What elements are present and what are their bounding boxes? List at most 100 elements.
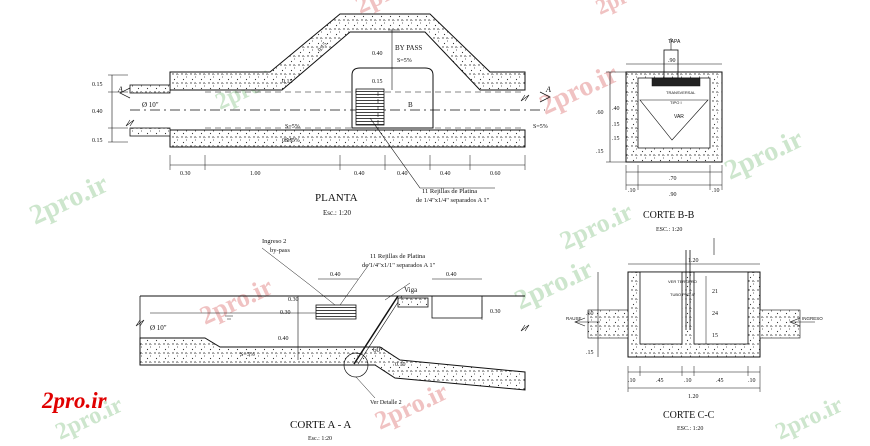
watermark: 2pro.ir [25,168,113,231]
dim-label: 0.10 [395,362,406,368]
dim-label: .15 [596,149,604,155]
dim-label: 15 [712,333,718,339]
corte-cc-view [574,238,815,392]
ingreso-label: Ingreso 2 [262,238,286,245]
dim-label: 0.40 [92,109,103,115]
pipe-tag: INGRESO [802,316,823,321]
grate-note-line1: 11 Rejillas de Platina [422,188,477,195]
dim-label: .15 [612,122,620,128]
dim-label: 0.15 [92,82,103,88]
inner-label: TRANSVERSAL [666,90,696,95]
pipe-tag: RAUSE [566,316,582,321]
dim-label: 1.20 [688,258,699,264]
dim-label: 0.15 [282,138,293,144]
site-logo[interactable]: 2pro.ir [42,388,107,413]
planta-scale: Esc.: 1:20 [323,209,351,217]
grate-planta [355,88,385,126]
dim-label: .90 [668,58,676,64]
bypass-label: BY PASS [395,44,422,52]
pipe-diameter-label: Ø 10" [150,324,167,332]
slope-label: S=5% [285,138,300,144]
dim-label: 1.00 [250,171,261,177]
inner-label: VER TERCERO [668,279,697,284]
corte-aa-scale: Esc.: 1:20 [308,436,332,442]
dim-label: 0.40 [354,171,365,177]
dim-label: 1.20 [688,394,699,400]
dim-label: .10 [628,188,636,194]
watermark: 2pro.ir [772,392,848,446]
dim-label: 0.30 [280,310,291,316]
dim-label: .10 [748,378,756,384]
corte-aa-floor [139,337,526,391]
watermark: 2pro.ir [555,197,637,256]
dim-label: 0.40 [372,51,383,57]
viga-label: Viga [404,286,418,294]
dim-label: .60 [596,110,604,116]
planta-top-wall [169,13,526,91]
dim-label: .45 [656,378,664,384]
dim-label: .10 [712,188,720,194]
slope-label: S=5% [533,124,548,130]
watermark: 2pro.ir [195,272,277,331]
dim-label: .45 [716,378,724,384]
section-mark-b: B [408,101,413,109]
watermark: 2pro.ir [720,123,808,186]
planta-bottom-wall [169,129,526,148]
dim-label: .40 [612,106,620,112]
dim-label: 0.15 [317,42,328,54]
bypass-chamber [351,67,434,129]
section-mark-a: A [117,85,123,94]
ingreso-label: by-pass [270,247,290,254]
dim-label: .70 [669,176,677,182]
dim-label: .15 [612,136,620,142]
grate-note-line1: 11 Rejillas de Platina [370,253,425,260]
inner-label: TIPO I [670,100,682,105]
dim-label: 0.15 [282,79,293,85]
inner-label: TUBO PVC 4" [670,292,696,297]
angle-label: 60° [373,346,383,354]
grate-note-line2: de 1/4"x1/4" separados A 1" [416,197,490,204]
dim-label: 0.40 [446,272,457,278]
dim-label: 24 [712,311,718,317]
dim-label: 0.40 [440,171,451,177]
corte-cc-labels: CORTE C-C ESC.: 1:20 RAUSE INGRESO VER T… [566,258,823,432]
planta-view [108,13,551,189]
dim-label: 0.30 [180,171,191,177]
corte-aa-labels: CORTE A - A Esc.: 1:20 Ingreso 2 by-pass… [150,238,501,442]
dim-label: 0.15 [92,138,103,144]
dim-label: 0.40 [278,336,289,342]
dim-label: 0.30 [288,297,299,303]
inlet-pipe-bottom [129,127,171,137]
slope-label: S=5% [285,124,300,130]
dim-label: .90 [669,192,677,198]
dim-label: 0.40 [397,171,408,177]
slope-label: S=5% [397,58,412,64]
watermark: 2pro.ir [592,0,662,20]
dim-label: .60 [586,311,594,317]
corte-bb-view [606,38,723,190]
dim-label: 21 [712,289,718,295]
dim-label: 0.30 [490,309,501,315]
section-mark-a: A [545,85,551,94]
tapa-label: TAPA [668,39,681,45]
watermark: 2pro.ir [510,253,598,316]
watermark: 2pro.ir [370,377,452,436]
dim-label: .10 [684,378,692,384]
dim-label: 0.60 [490,171,501,177]
grate-note-line2: de 1/4"x1/1" separados A 1" [362,262,436,269]
inner-label: VAR [674,114,684,120]
slope-label: S=5% [240,352,255,358]
dim-label: .10 [628,378,636,384]
planta-labels: PLANTA Esc.: 1:20 BY PASS S=5% S=5% S=5%… [92,42,551,217]
pipe-diameter-label: Ø 10" [142,101,159,109]
corte-bb-title: CORTE B-B [643,210,695,221]
dim-label: 0.15 [372,79,383,85]
corte-bb-scale: ESC.: 1:20 [656,227,682,233]
corte-aa-title: CORTE A - A [290,419,351,431]
dim-label: 0.40 [330,272,341,278]
corte-cc-title: CORTE C-C [663,410,715,421]
corte-cc-scale: ESC.: 1:20 [677,426,703,432]
corte-bb-labels: CORTE B-B ESC.: 1:20 TAPA TRANSVERSAL TI… [596,39,720,233]
dim-label: .15 [586,350,594,356]
